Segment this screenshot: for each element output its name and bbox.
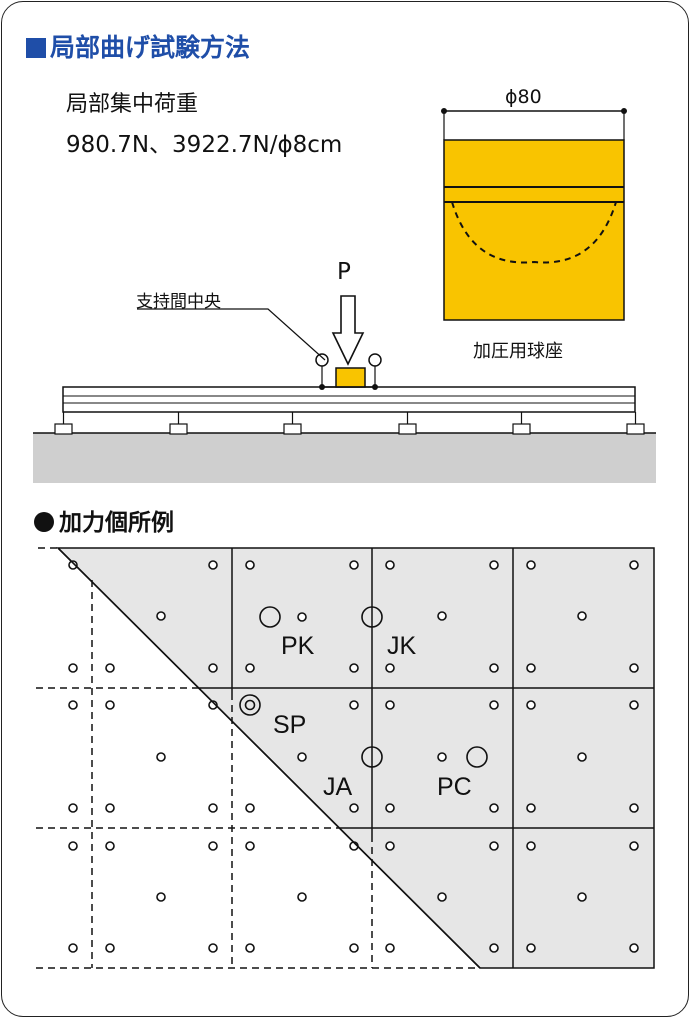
point-label-sp: SP [273,711,307,739]
square-bullet-icon [26,38,46,58]
loading-seat [443,139,625,321]
fastener-holes [68,560,639,953]
page-title: 局部曲げ試験方法 [26,28,250,64]
force-label: P [337,259,351,285]
marker-pc [466,746,488,768]
point-label-ja: JA [323,773,353,801]
points-title: 加力個所例 [34,503,174,537]
marker-ja [361,746,383,768]
marker-pk [259,606,281,628]
floor-panel-area [56,547,655,969]
points-title-text: 加力個所例 [59,510,174,536]
marker-jk [361,606,383,628]
load-pad [315,353,382,390]
span-center-label: 支持間中央 [136,292,221,312]
ground [33,432,656,483]
force-arrow [331,295,365,366]
load-point-markers [239,606,488,768]
seat-dimension [441,108,627,140]
page-title-text: 局部曲げ試験方法 [50,33,251,62]
beam [62,386,636,413]
point-label-pc: PC [437,773,472,801]
marker-sp-outer [239,694,261,716]
supports [54,412,645,435]
seat-diameter-label: ϕ80 [505,86,542,108]
panel-diagonal-edge [57,547,481,969]
panel-grid-dashed [36,547,480,969]
panel-grid-solid [199,548,654,968]
load-label: 局部集中荷重 [66,92,199,117]
seat-caption: 加圧用球座 [473,341,563,362]
point-label-jk: JK [387,632,417,660]
point-label-pk: PK [281,632,315,660]
circle-bullet-icon [34,512,54,532]
marker-sp-inner [244,699,256,711]
span-center-leader [137,308,326,361]
load-values: 980.7N、3922.7N/ϕ8cm [66,132,343,158]
